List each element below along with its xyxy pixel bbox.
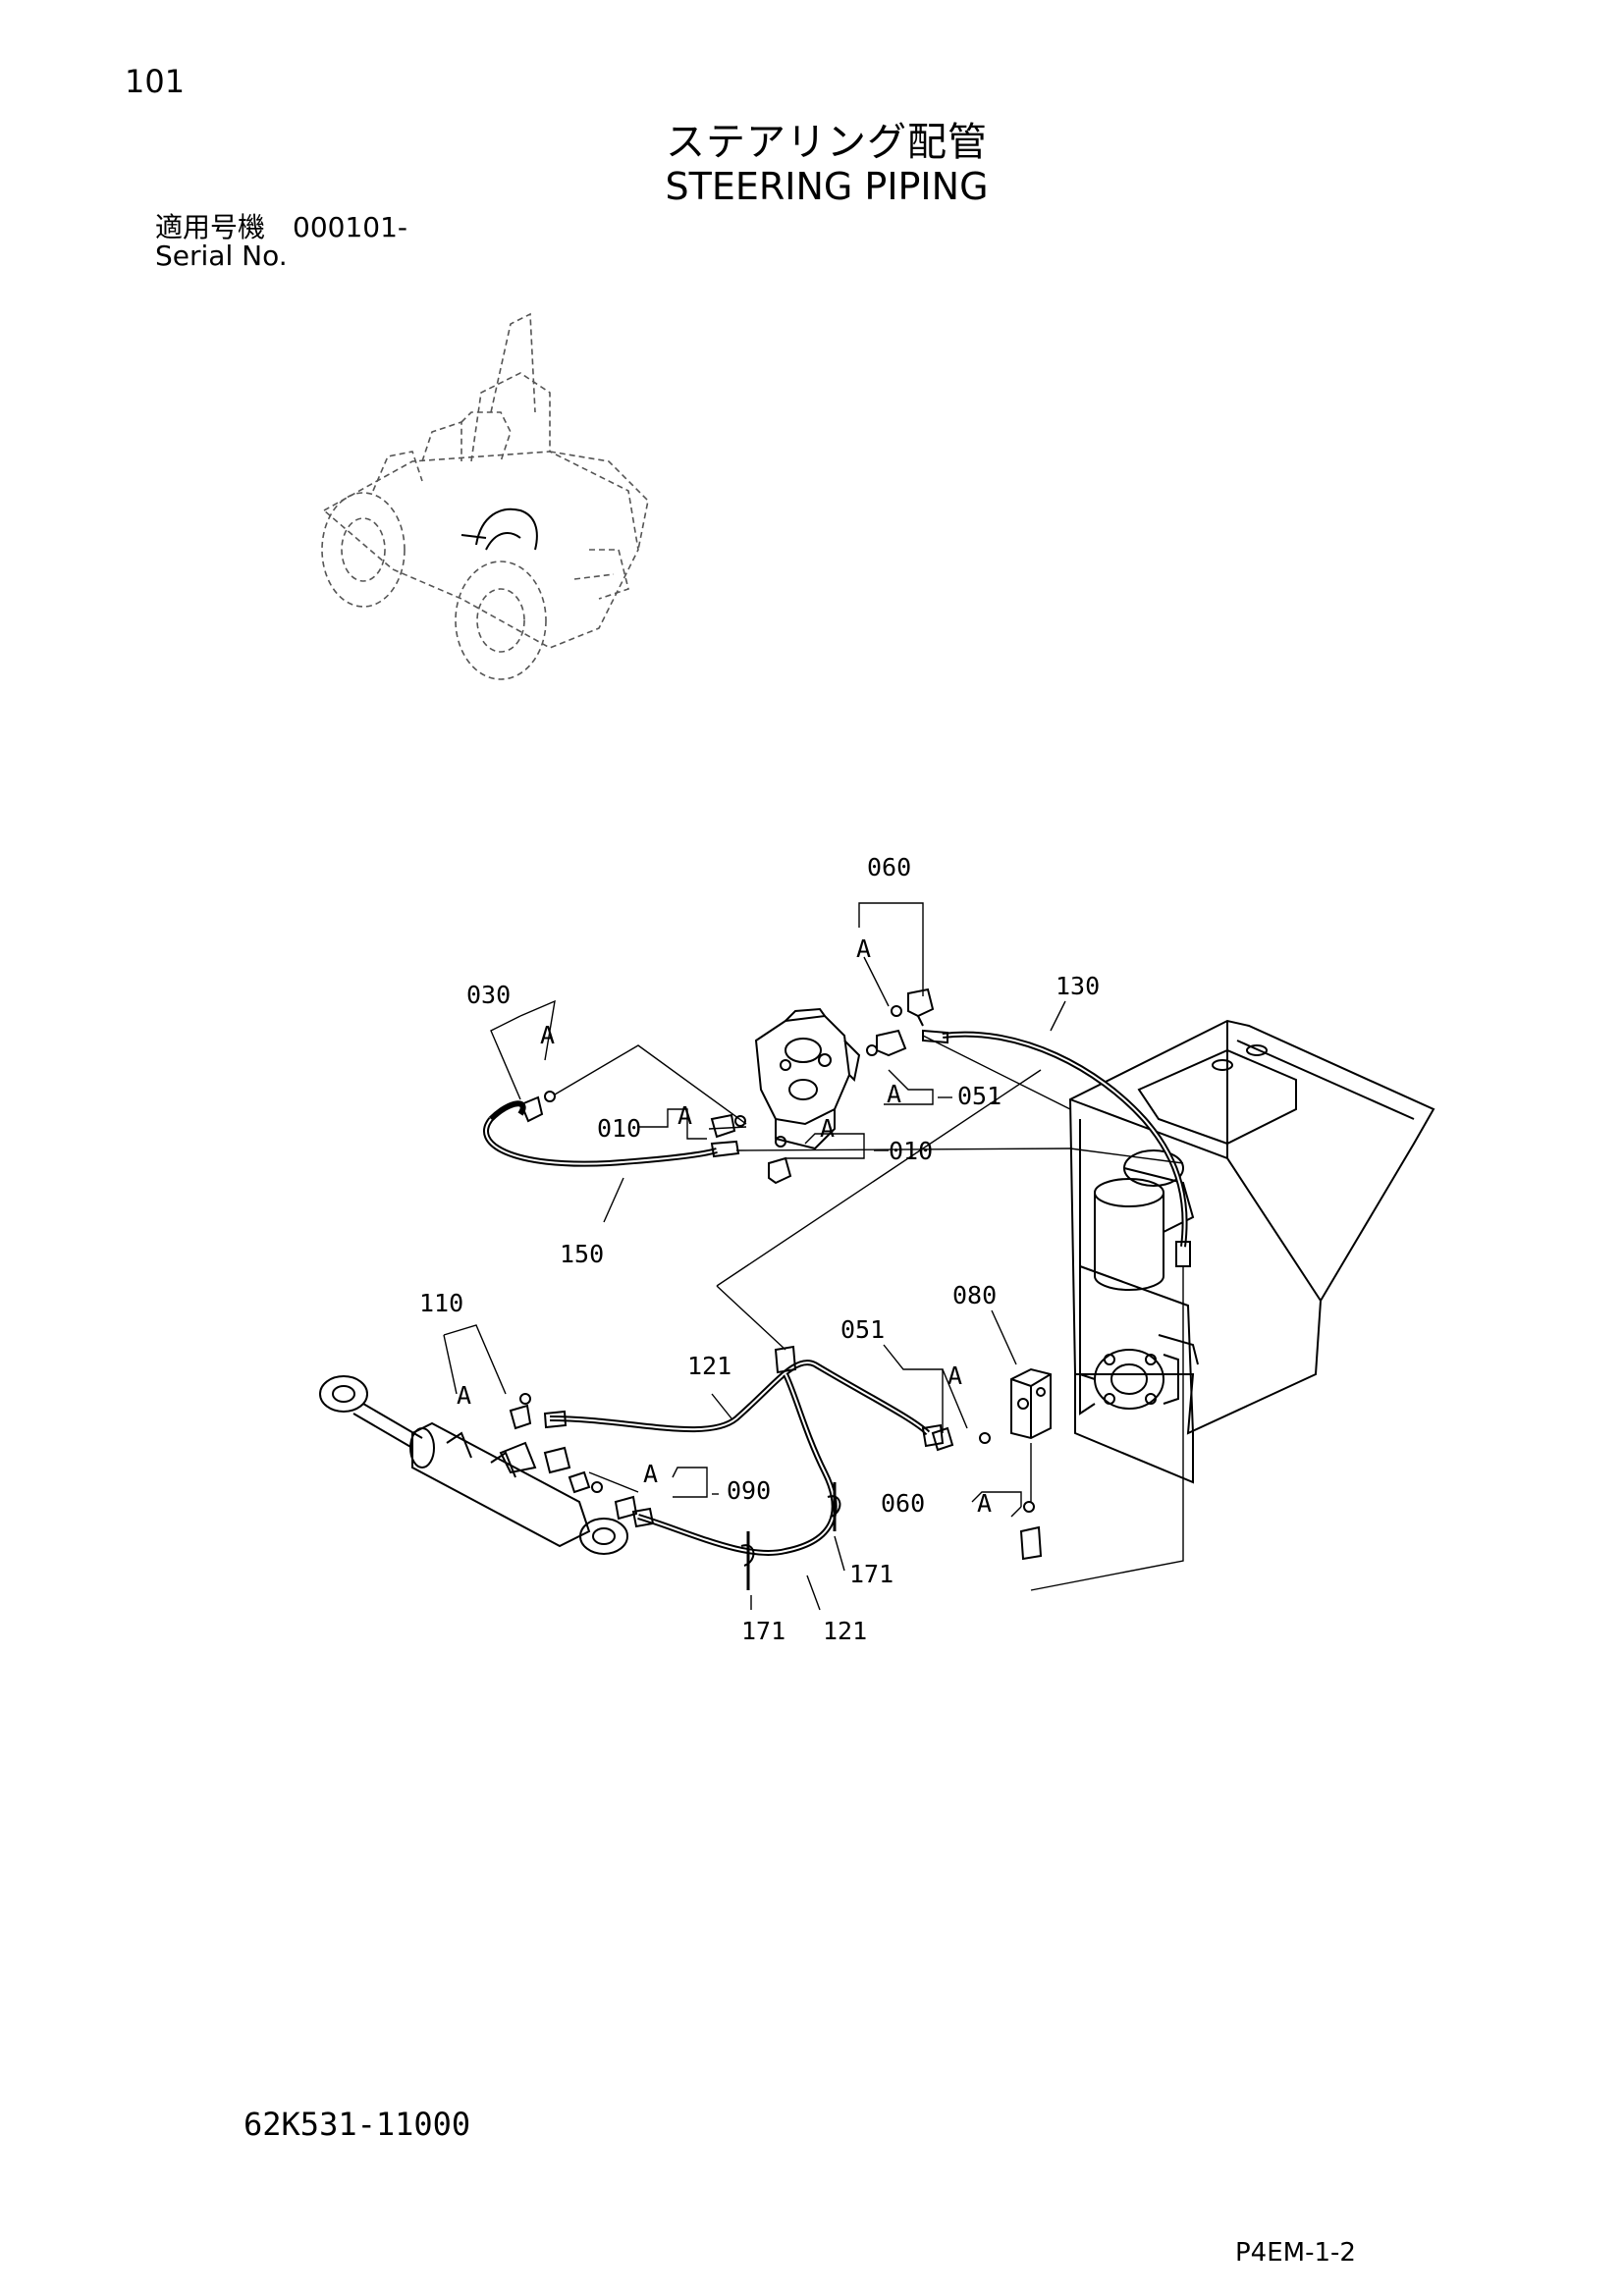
clamps-171 bbox=[740, 1482, 841, 1590]
callout-a-060-bottom: A bbox=[977, 1489, 992, 1518]
hose-121 bbox=[543, 1345, 945, 1556]
steering-cylinder bbox=[319, 1375, 628, 1555]
page-title-japanese: ステアリング配管 bbox=[666, 120, 988, 165]
leader-lines bbox=[443, 902, 1184, 1611]
callout-a-030: A bbox=[540, 1021, 555, 1049]
callout-a-051-mid: A bbox=[947, 1362, 962, 1390]
callout-a-060-top: A bbox=[856, 934, 871, 963]
fittings-top bbox=[519, 988, 935, 1185]
callout-060-top: 060 bbox=[867, 853, 911, 881]
callout-030: 030 bbox=[466, 981, 511, 1009]
callout-130: 130 bbox=[1056, 972, 1100, 1000]
callout-010-left: 010 bbox=[597, 1114, 641, 1143]
thumbnail-highlight bbox=[460, 507, 538, 551]
serial-range-japanese: 適用号機 000101- bbox=[155, 211, 407, 243]
page-number: 101 bbox=[125, 63, 186, 100]
callout-a-090: A bbox=[643, 1460, 658, 1488]
callout-a-010-left: A bbox=[677, 1101, 692, 1130]
page-title-english: STEERING PIPING bbox=[665, 165, 989, 208]
callout-171-right: 171 bbox=[849, 1560, 893, 1588]
block-080 bbox=[931, 1367, 1052, 1561]
callout-labels: 060 A 130 030 A 010 A A 010 A 051 150 11… bbox=[419, 853, 1100, 1645]
hose-130 bbox=[922, 1029, 1191, 1267]
callout-110: 110 bbox=[419, 1289, 463, 1317]
callout-a-051-top: A bbox=[887, 1080, 901, 1108]
fittings-cylinder bbox=[509, 1393, 638, 1521]
callout-121-bottom: 121 bbox=[823, 1617, 867, 1645]
callout-010-right: 010 bbox=[889, 1137, 933, 1165]
callout-121-top: 121 bbox=[687, 1352, 731, 1380]
callout-051-top: 051 bbox=[957, 1082, 1001, 1110]
callout-080: 080 bbox=[952, 1281, 997, 1309]
callout-171-bottom: 171 bbox=[741, 1617, 785, 1645]
callout-a-110: A bbox=[457, 1381, 471, 1410]
callout-150: 150 bbox=[560, 1240, 604, 1268]
steering-valve bbox=[754, 1007, 861, 1150]
figure-code: P4EM-1-2 bbox=[1235, 2238, 1356, 2268]
hydraulic-tank-assembly bbox=[1068, 1019, 1435, 1484]
callout-090: 090 bbox=[727, 1476, 771, 1505]
vehicle-thumbnail bbox=[321, 312, 649, 680]
drawing-part-number: 62K531-11000 bbox=[244, 2106, 471, 2143]
callout-a-010-right: A bbox=[820, 1114, 835, 1143]
callout-051-mid: 051 bbox=[840, 1315, 885, 1344]
hose-150 bbox=[483, 1100, 740, 1167]
serial-label-english: Serial No. bbox=[155, 240, 288, 272]
callout-060-bottom: 060 bbox=[881, 1489, 925, 1518]
